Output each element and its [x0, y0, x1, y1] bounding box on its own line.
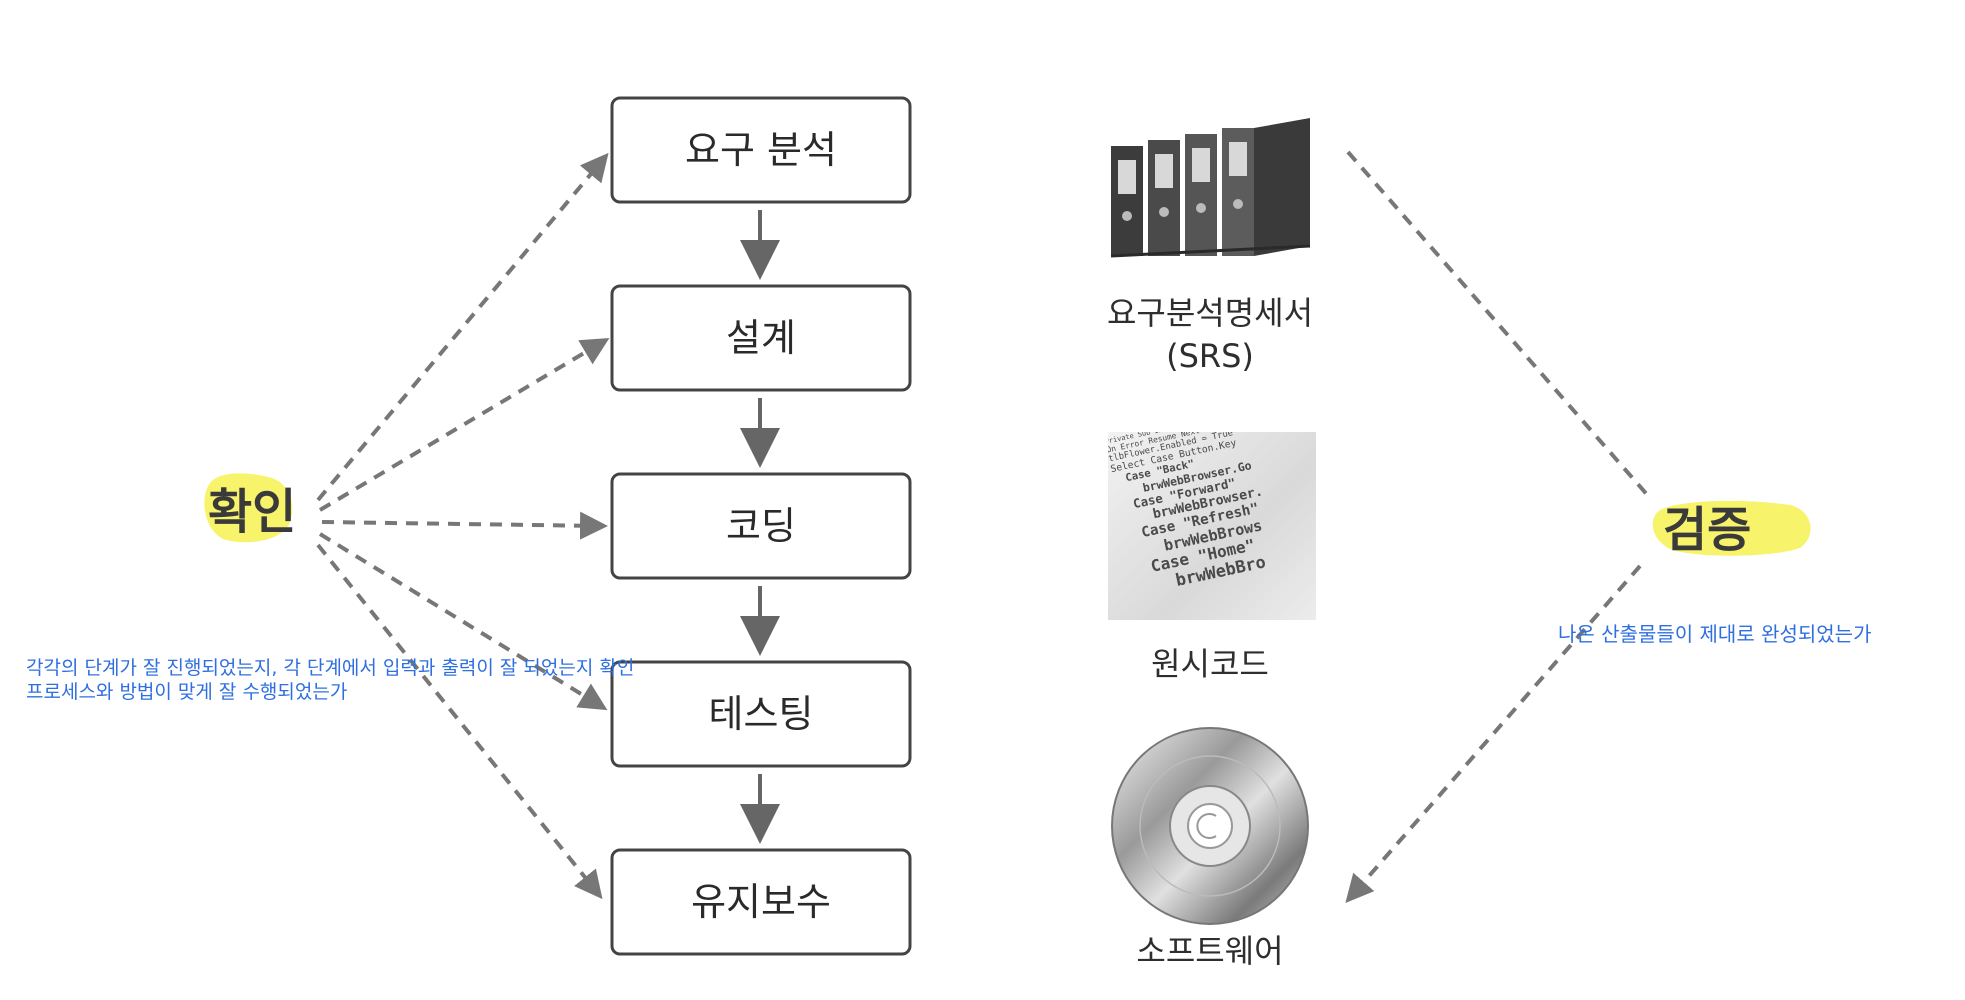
confirm-note-line-2: 프로세스와 방법이 맞게 잘 수행되었는가 [26, 680, 348, 703]
confirm-arrows [316, 152, 610, 900]
process-boxes [610, 96, 912, 956]
verify-label: 검증 [1663, 502, 1752, 558]
confirm-note: 각각의 단계가 잘 진행되었는지, 각 단계에서 입력과 출력이 잘 되었는지 … [26, 657, 634, 705]
step-box-coding [610, 472, 912, 580]
step-box-design [610, 284, 912, 392]
confirm-label: 확인 [208, 484, 297, 540]
step-label-maintenance: 유지보수 [691, 880, 831, 924]
step-label-requirements: 요구 분석 [685, 128, 837, 172]
source-code-text: Private Sub InitializeCompOn Error Resum… [1108, 432, 1279, 599]
step-box-testing [610, 660, 912, 768]
confirm-arrow-coding [321, 511, 608, 540]
artifact-caption-source: 원시코드 [1151, 645, 1269, 683]
verify-note: 나온 산출물들이 제대로 완성되었는가 [1558, 622, 1872, 646]
step-label-coding: 코딩 [726, 504, 796, 548]
artifact-subtitle-srs: (SRS) [1166, 337, 1254, 376]
source-code-image: Private Sub InitializeCompOn Error Resum… [1108, 432, 1316, 620]
verify-line-top [1346, 150, 1652, 500]
binders-icon [1110, 118, 1311, 258]
cd-disc-icon [1111, 727, 1309, 925]
step-label-design: 설계 [726, 316, 796, 360]
confirm-note-line-1: 각각의 단계가 잘 진행되었는지, 각 단계에서 입력과 출력이 잘 되었는지 … [26, 657, 635, 679]
artifact-title-srs: 요구분석명세서 [1106, 294, 1314, 332]
confirm-highlight [204, 473, 293, 543]
confirm-arrow-testing [318, 532, 608, 711]
artifact-caption-software: 소프트웨어 [1136, 932, 1284, 970]
step-label-testing: 테스팅 [708, 692, 814, 736]
verify-highlight [1652, 500, 1811, 556]
verify-arrow-bottom [1345, 564, 1642, 904]
confirm-arrow-design [318, 337, 610, 512]
step-box-requirements [610, 96, 912, 204]
artifact-caption-srs: 요구분석명세서 (SRS) [1080, 292, 1340, 378]
confirm-arrow-requirements [316, 152, 609, 502]
verify-arrows [1345, 150, 1652, 904]
confirm-arrow-maintenance [316, 543, 603, 900]
step-box-maintenance [610, 848, 912, 956]
